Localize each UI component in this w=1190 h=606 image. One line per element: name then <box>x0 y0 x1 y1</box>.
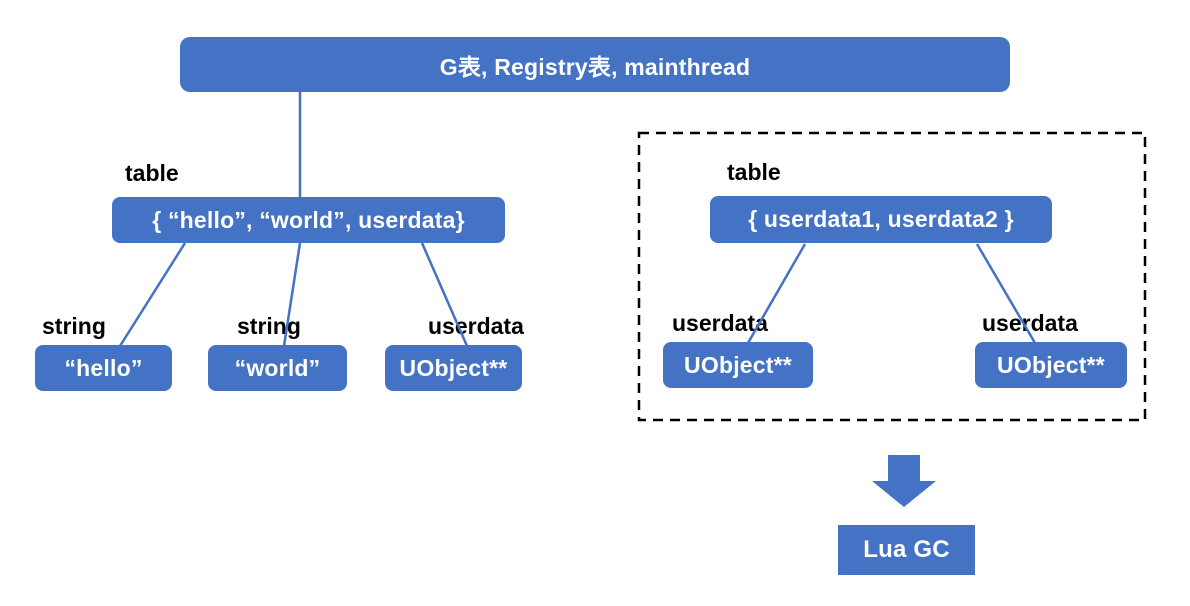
left-table-type-label: table <box>125 160 179 186</box>
right-uobject-1-node: UObject** <box>663 342 813 388</box>
hello-type-label: string <box>42 313 106 339</box>
hello-node: “hello” <box>35 345 172 391</box>
left-uobject-type-label: userdata <box>428 313 524 339</box>
left-uobject-node: UObject** <box>385 345 522 391</box>
right-uobject-2-node: UObject** <box>975 342 1127 388</box>
right-table-type-label: table <box>727 159 781 185</box>
lua-gc-node: Lua GC <box>838 525 975 575</box>
root-node: G表, Registry表, mainthread <box>180 37 1010 92</box>
right-uobject-2-type-label: userdata <box>982 310 1078 336</box>
right-table-node: { userdata1, userdata2 } <box>710 196 1052 243</box>
right-uobject-1-type-label: userdata <box>672 310 768 336</box>
left-table-node: { “hello”, “world”, userdata} <box>112 197 505 243</box>
world-node: “world” <box>208 345 347 391</box>
connector-left-table-to-hello <box>118 242 187 347</box>
down-arrow-icon <box>872 455 936 507</box>
world-type-label: string <box>237 313 301 339</box>
